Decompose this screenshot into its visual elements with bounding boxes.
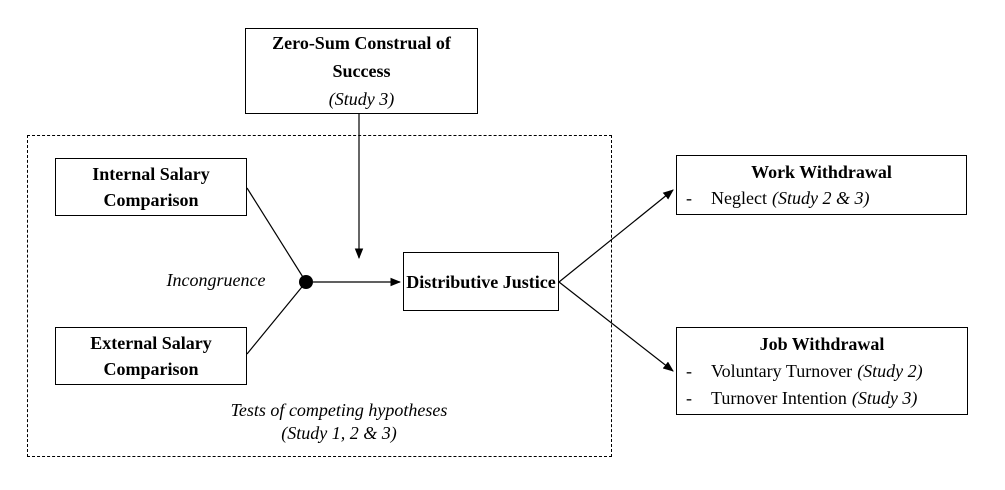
bullet-text: Turnover Intention (711, 387, 847, 408)
bullet-dash: - (686, 387, 692, 408)
internal-to-dot-line (246, 187, 307, 283)
justice-to-work-arrow (558, 189, 674, 283)
node-study-note: (Study 3) (328, 89, 395, 109)
tests-label-line1: Tests of competing hypotheses (230, 400, 448, 420)
node-zero-sum-construal: Zero-Sum Construal of Success (Study 3) (245, 28, 478, 114)
node-title: External Salary Comparison (90, 333, 212, 379)
incongruence-junction-dot (299, 275, 313, 289)
bullet-dash: - (686, 187, 692, 208)
node-internal-salary-comparison: Internal Salary Comparison (55, 158, 247, 216)
tests-label-line2: (Study 1, 2 & 3) (281, 423, 397, 443)
node-title: Work Withdrawal (751, 161, 892, 182)
justice-to-job-arrow (558, 281, 674, 372)
bullet-dash: - (686, 360, 692, 381)
external-to-dot-line (246, 281, 307, 355)
bullet-text: Neglect (711, 187, 767, 208)
node-job-withdrawal: Job Withdrawal - Voluntary Turnover (Stu… (676, 327, 968, 415)
node-distributive-justice: Distributive Justice (403, 252, 559, 311)
bullet-study-note: (Study 3) (851, 387, 918, 408)
tests-of-hypotheses-label: Tests of competing hypotheses (Study 1, … (163, 399, 515, 445)
bullet-study-note: (Study 2) (857, 360, 923, 381)
node-work-withdrawal: Work Withdrawal - Neglect (Study 2 & 3) (676, 155, 967, 215)
incongruence-label: Incongruence (166, 270, 266, 290)
bullet-text: Voluntary Turnover (711, 360, 853, 381)
bullet-item-neglect: - Neglect (Study 2 & 3) (677, 185, 966, 212)
bullet-study-note: (Study 2 & 3) (771, 187, 870, 208)
bullet-item-voluntary-turnover: - Voluntary Turnover (Study 2) (677, 358, 967, 385)
node-title: Zero-Sum Construal of Success (272, 33, 451, 81)
bullet-item-turnover-intention: - Turnover Intention (Study 3) (677, 385, 967, 412)
tests-region-boundary (27, 135, 612, 457)
node-title: Internal Salary Comparison (92, 164, 210, 210)
node-title: Job Withdrawal (759, 333, 885, 354)
node-external-salary-comparison: External Salary Comparison (55, 327, 247, 385)
node-title: Distributive Justice (406, 271, 556, 292)
